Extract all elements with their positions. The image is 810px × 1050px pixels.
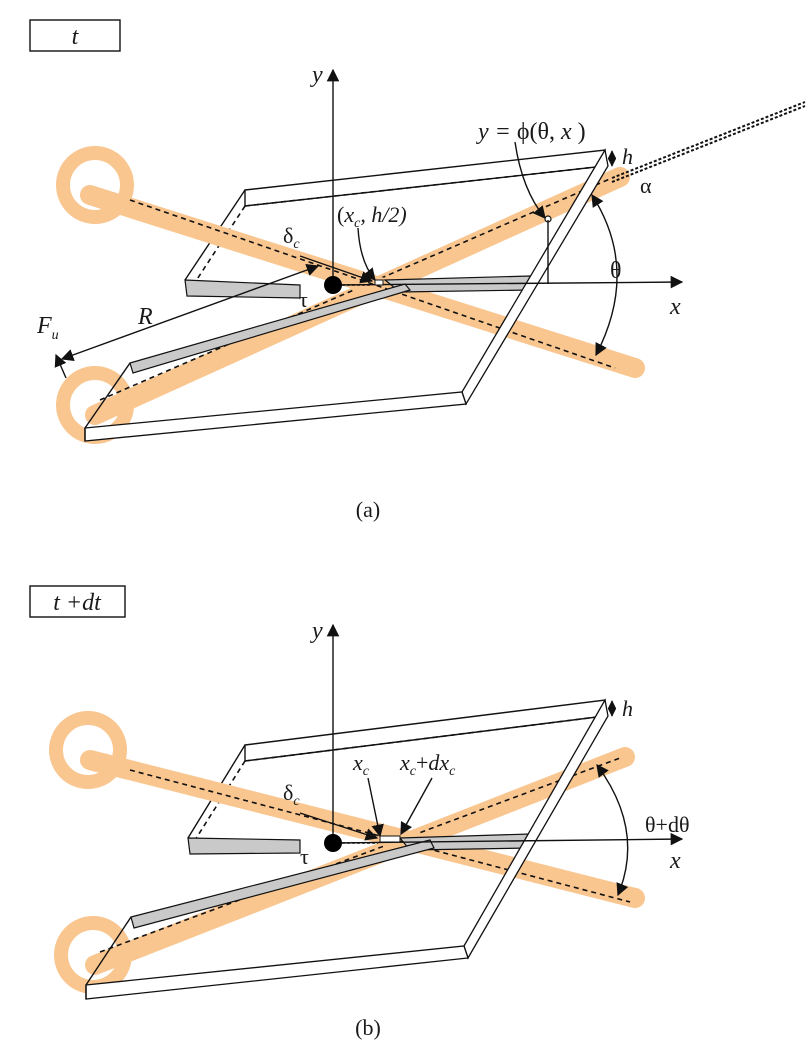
- xc-label: xc: [352, 750, 370, 779]
- time-label-box: [29, 19, 121, 52]
- time-label: t: [72, 24, 80, 50]
- pivot-point: [324, 276, 342, 294]
- delta-label: δc: [283, 223, 300, 252]
- blade-extension: [611, 101, 806, 179]
- h-label: h: [622, 144, 633, 169]
- caption-b: (b): [355, 1015, 381, 1040]
- time-label-b: t +dt: [53, 590, 102, 616]
- xc-pointer: [367, 777, 384, 838]
- y-axis-label: y: [310, 62, 323, 88]
- caption-a: (a): [356, 497, 380, 522]
- time-label-box-b: [29, 585, 126, 618]
- x-axis-label: x: [669, 294, 681, 320]
- paper-front-edges-b: [85, 698, 609, 1000]
- tau-label-b: τ: [300, 844, 309, 869]
- tau-label: τ: [299, 287, 308, 312]
- alpha-label: α: [640, 173, 652, 198]
- contact-point-label: (xc, h/2): [337, 202, 407, 231]
- panel-b: t +dt y x: [29, 585, 689, 1040]
- theta-label-b: θ+dθ: [645, 812, 689, 837]
- h-label-b: h: [622, 696, 633, 721]
- xc-dxc-pointer: [400, 777, 433, 836]
- x-axis-label-b: x: [669, 848, 681, 874]
- radius-dimension: [60, 263, 320, 362]
- delta-pointer-b: [299, 812, 379, 841]
- force-arrow: [54, 353, 67, 379]
- pivot-point-b: [324, 834, 342, 852]
- delta-label-b: δc: [283, 780, 300, 809]
- lower-blade-b: [49, 711, 645, 908]
- panel-a: t: [29, 19, 806, 522]
- r-label: R: [137, 304, 153, 330]
- x-axis: [332, 275, 684, 289]
- theta-arc-b: [596, 763, 629, 897]
- theta-label: θ: [610, 258, 622, 284]
- y-axis-label-b: y: [310, 618, 323, 644]
- profile-pointer: [514, 141, 546, 219]
- force-label: Fu: [36, 313, 59, 343]
- xc-dxc-label: xc+dxc: [399, 750, 456, 779]
- profile-function-label: y = ϕ(θ, x ): [476, 119, 586, 145]
- delta-pointer: [299, 255, 374, 284]
- theta-arc: [591, 193, 618, 357]
